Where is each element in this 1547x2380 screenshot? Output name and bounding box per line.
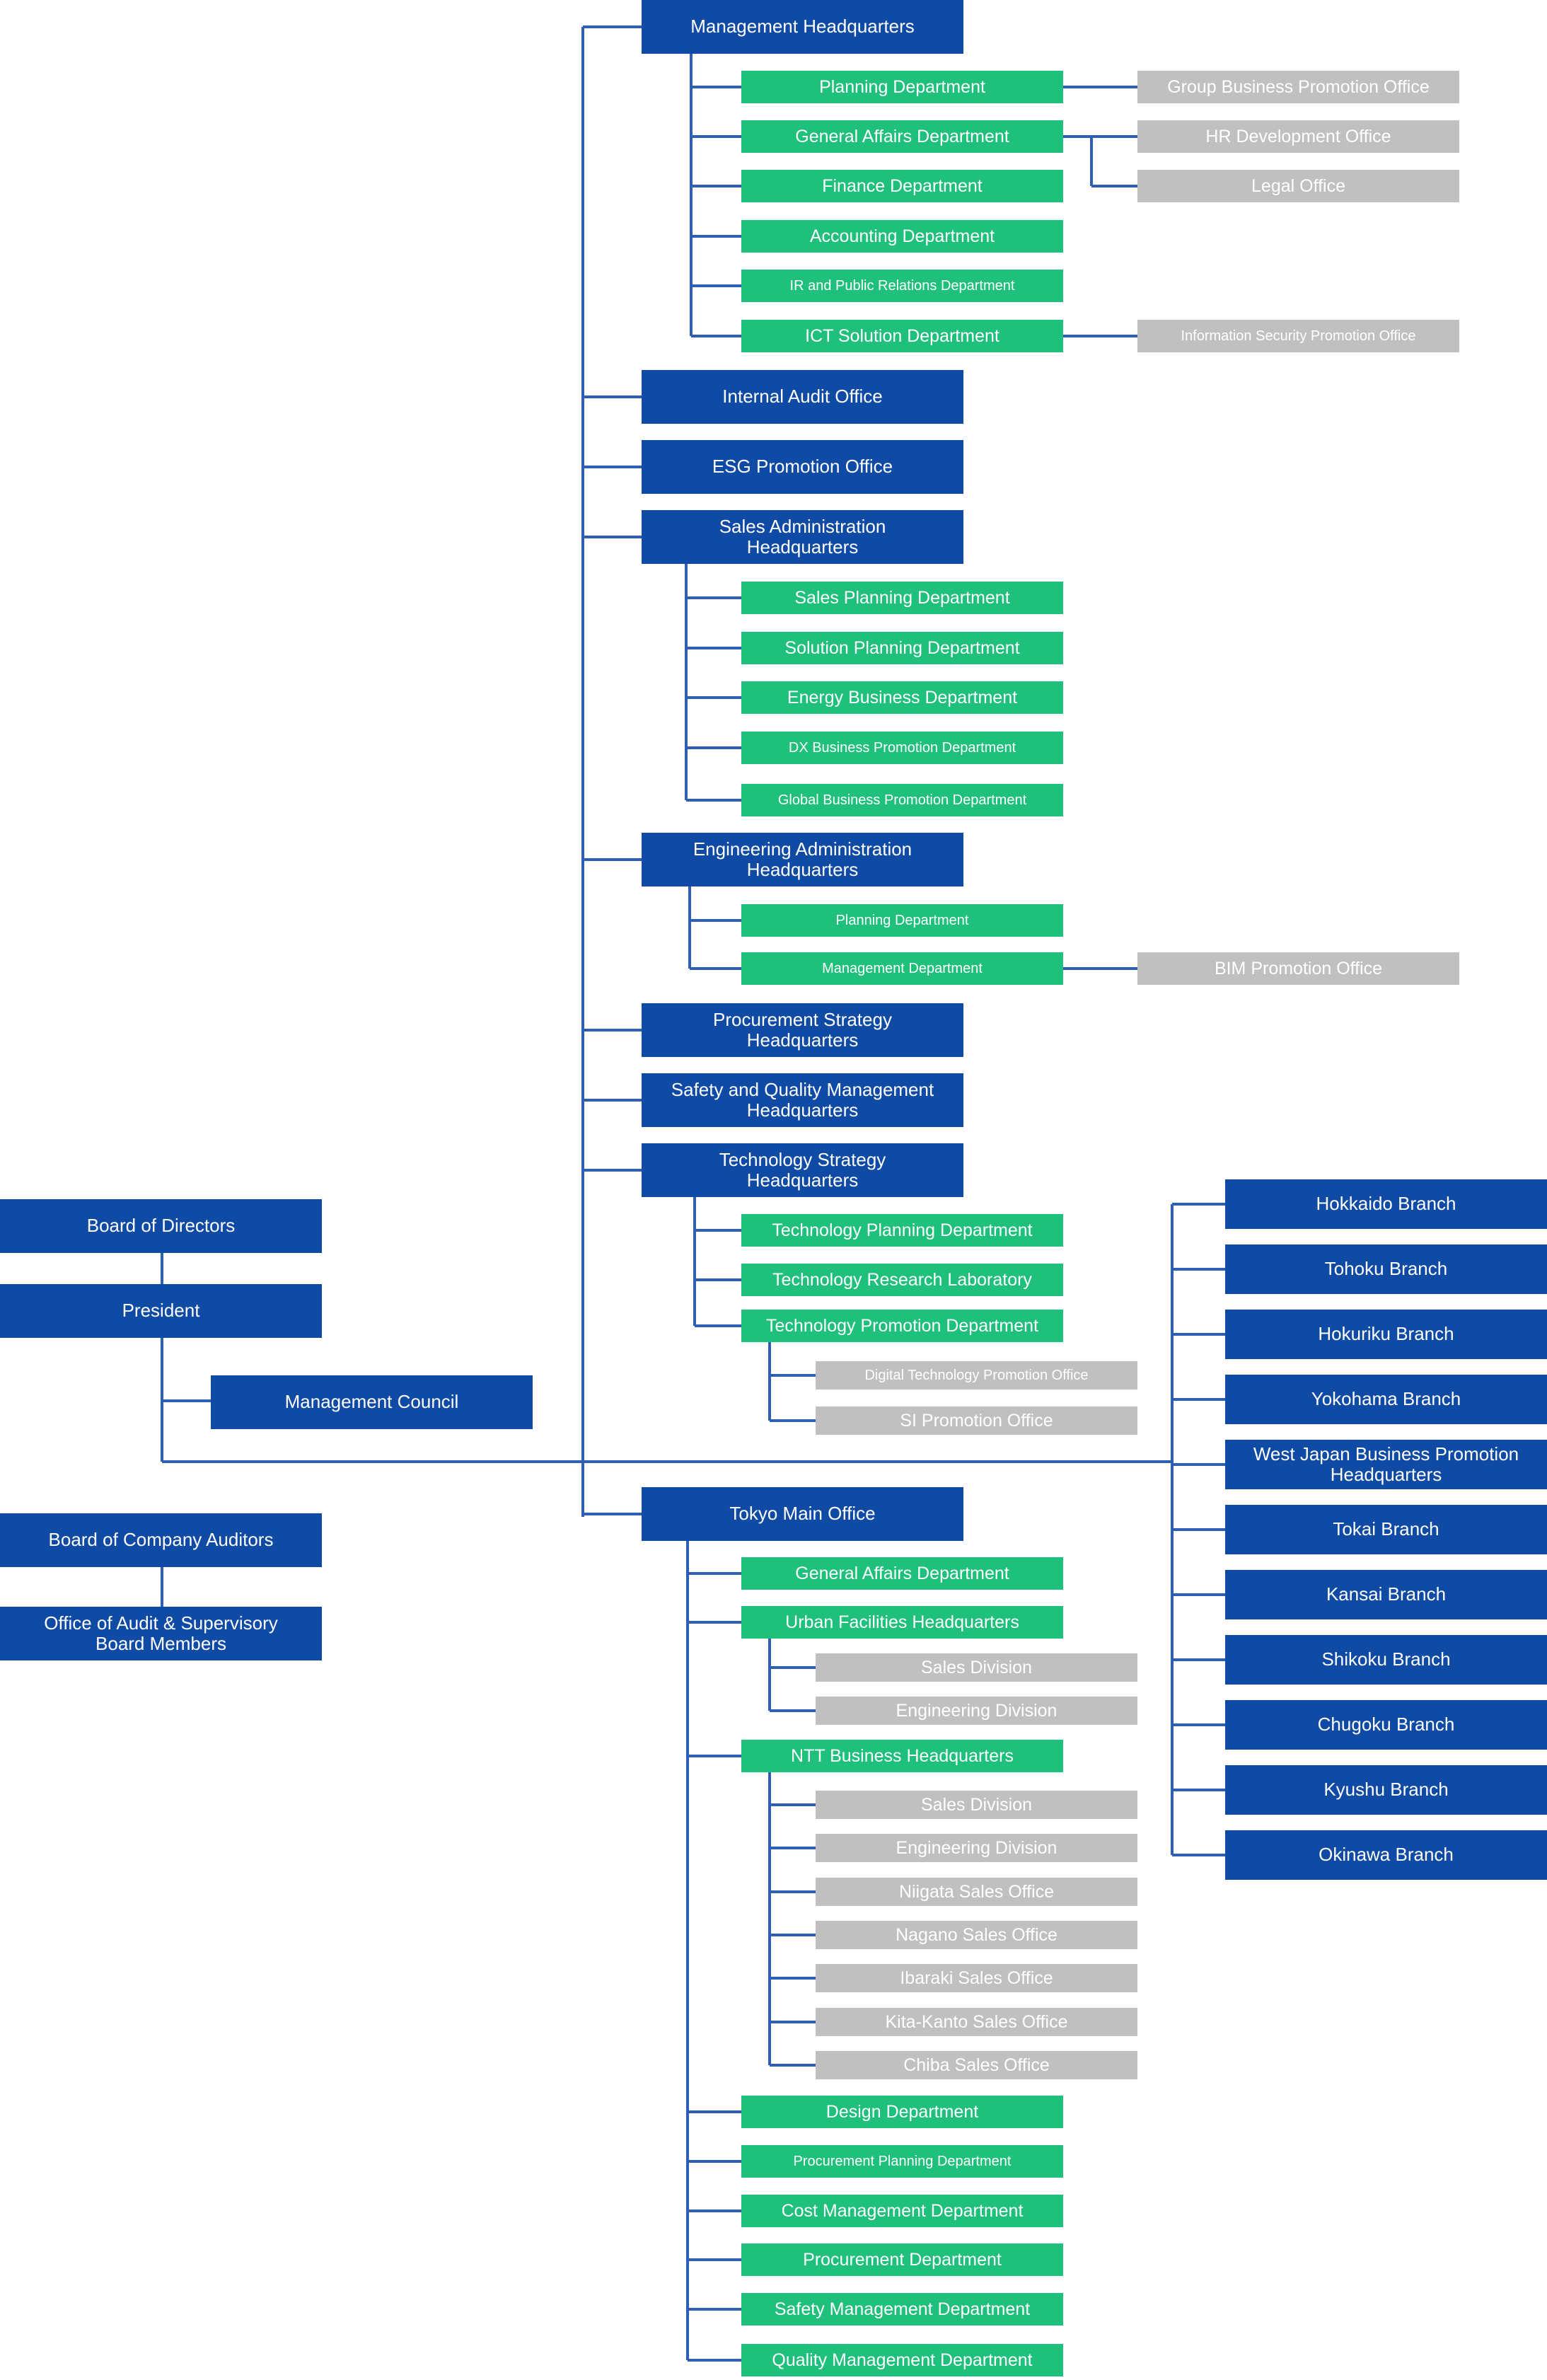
org-box-sales-division: Sales Division	[816, 1653, 1137, 1682]
org-box-tohoku-branch: Tohoku Branch	[1225, 1244, 1547, 1294]
org-box-legal-office: Legal Office	[1137, 170, 1459, 202]
org-box-kansai-branch: Kansai Branch	[1225, 1570, 1547, 1619]
org-box-group-business-promotion-office: Group Business Promotion Office	[1137, 71, 1459, 103]
org-box-shikoku-branch: Shikoku Branch	[1225, 1635, 1547, 1685]
org-box-management-headquarters: Management Headquarters	[642, 0, 963, 54]
org-box-sales-planning-department: Sales Planning Department	[741, 582, 1063, 614]
org-box-board-of-company-auditors: Board of Company Auditors	[0, 1513, 322, 1567]
org-box-kita-kanto-sales-office: Kita-Kanto Sales Office	[816, 2008, 1137, 2036]
org-box-chugoku-branch: Chugoku Branch	[1225, 1700, 1547, 1750]
org-box-internal-audit-office: Internal Audit Office	[642, 370, 963, 424]
org-box-president: President	[0, 1284, 322, 1338]
org-box-ir-and-public-relations-department: IR and Public Relations Department	[741, 270, 1063, 302]
org-box-digital-technology-promotion-office: Digital Technology Promotion Office	[816, 1361, 1137, 1390]
org-box-board-of-directors: Board of Directors	[0, 1199, 322, 1253]
org-box-bim-promotion-office: BIM Promotion Office	[1137, 952, 1459, 985]
org-box-design-department: Design Department	[741, 2096, 1063, 2128]
org-box-ntt-business-headquarters: NTT Business Headquarters	[741, 1740, 1063, 1772]
org-box-technology-promotion-department: Technology Promotion Department	[741, 1310, 1063, 1342]
org-box-global-business-promotion-department: Global Business Promotion Department	[741, 784, 1063, 816]
org-box-chiba-sales-office: Chiba Sales Office	[816, 2051, 1137, 2079]
org-box-hr-development-office: HR Development Office	[1137, 120, 1459, 153]
org-box-quality-management-department: Quality Management Department	[741, 2344, 1063, 2376]
org-box-information-security-promotion-office: Information Security Promotion Office	[1137, 320, 1459, 352]
org-box-management-department: Management Department	[741, 952, 1063, 985]
org-box-solution-planning-department: Solution Planning Department	[741, 632, 1063, 664]
org-box-engineering-division: Engineering Division	[816, 1697, 1137, 1725]
org-box-nagano-sales-office: Nagano Sales Office	[816, 1921, 1137, 1949]
org-box-procurement-department: Procurement Department	[741, 2243, 1063, 2276]
org-box-technology-strategy-headquarters: Technology Strategy Headquarters	[642, 1143, 963, 1197]
org-box-planning-department: Planning Department	[741, 904, 1063, 937]
org-box-okinawa-branch: Okinawa Branch	[1225, 1830, 1547, 1880]
org-box-sales-division: Sales Division	[816, 1791, 1137, 1819]
org-box-finance-department: Finance Department	[741, 170, 1063, 202]
org-box-safety-management-department: Safety Management Department	[741, 2293, 1063, 2326]
org-box-west-japan-business-promotion-headquarters: West Japan Business Promotion Headquarte…	[1225, 1440, 1547, 1489]
org-box-ibaraki-sales-office: Ibaraki Sales Office	[816, 1964, 1137, 1992]
org-box-accounting-department: Accounting Department	[741, 220, 1063, 253]
org-box-procurement-strategy-headquarters: Procurement Strategy Headquarters	[642, 1003, 963, 1057]
org-box-engineering-administration-headquarters: Engineering Administration Headquarters	[642, 833, 963, 886]
org-box-management-council: Management Council	[211, 1375, 533, 1429]
org-box-hokkaido-branch: Hokkaido Branch	[1225, 1179, 1547, 1229]
org-box-kyushu-branch: Kyushu Branch	[1225, 1765, 1547, 1815]
org-box-esg-promotion-office: ESG Promotion Office	[642, 440, 963, 494]
org-box-office-of-audit-supervisory-board-members: Office of Audit & Supervisory Board Memb…	[0, 1607, 322, 1660]
org-box-si-promotion-office: SI Promotion Office	[816, 1406, 1137, 1435]
org-box-tokyo-main-office: Tokyo Main Office	[642, 1487, 963, 1541]
org-box-ict-solution-department: ICT Solution Department	[741, 320, 1063, 352]
org-box-hokuriku-branch: Hokuriku Branch	[1225, 1310, 1547, 1359]
org-box-technology-planning-department: Technology Planning Department	[741, 1214, 1063, 1247]
org-box-niigata-sales-office: Niigata Sales Office	[816, 1878, 1137, 1906]
org-box-general-affairs-department: General Affairs Department	[741, 120, 1063, 153]
org-box-engineering-division: Engineering Division	[816, 1834, 1137, 1862]
org-box-procurement-planning-department: Procurement Planning Department	[741, 2145, 1063, 2178]
org-box-safety-and-quality-management-headquarters: Safety and Quality Management Headquarte…	[642, 1073, 963, 1127]
org-box-tokai-branch: Tokai Branch	[1225, 1505, 1547, 1554]
org-box-dx-business-promotion-department: DX Business Promotion Department	[741, 732, 1063, 764]
org-box-urban-facilities-headquarters: Urban Facilities Headquarters	[741, 1606, 1063, 1639]
org-box-cost-management-department: Cost Management Department	[741, 2195, 1063, 2227]
org-box-yokohama-branch: Yokohama Branch	[1225, 1375, 1547, 1424]
org-box-technology-research-laboratory: Technology Research Laboratory	[741, 1264, 1063, 1296]
org-box-planning-department: Planning Department	[741, 71, 1063, 103]
org-box-sales-administration-headquarters: Sales Administration Headquarters	[642, 510, 963, 564]
org-box-energy-business-department: Energy Business Department	[741, 681, 1063, 714]
org-box-general-affairs-department: General Affairs Department	[741, 1557, 1063, 1590]
